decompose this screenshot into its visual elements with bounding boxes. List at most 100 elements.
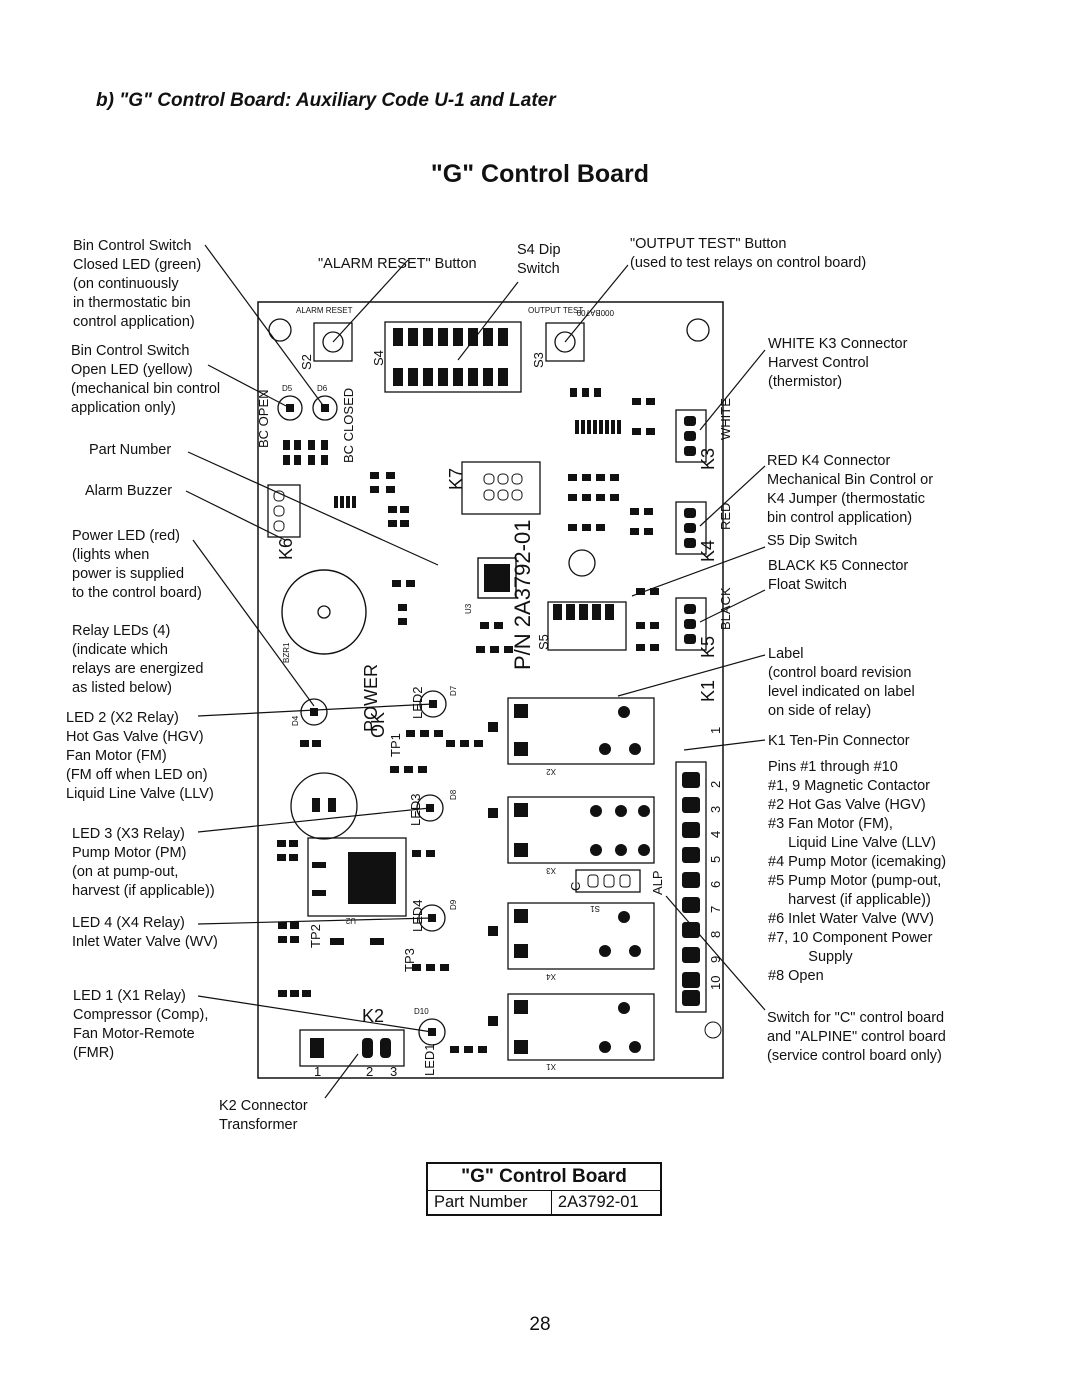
table-value: 2A3792-01 <box>550 1190 662 1216</box>
board-ok: OK <box>368 712 388 738</box>
board-led4: LED4 <box>410 899 425 932</box>
board-alarm-reset: ALARM RESET <box>296 306 353 315</box>
leader-white-k3 <box>699 349 766 431</box>
board-d8: D8 <box>449 789 458 800</box>
leader-label <box>617 654 766 697</box>
capacitor <box>290 772 358 840</box>
board-tp2: TP2 <box>308 924 323 948</box>
board-output-test: OUTPUT TEST <box>528 306 583 315</box>
board-d7: D7 <box>449 685 458 696</box>
relay-x3 <box>507 796 655 864</box>
callout-led3: LED 3 (X3 Relay) Pump Motor (PM) (on at … <box>72 826 215 899</box>
board-k2-pin2: 2 <box>366 1064 373 1079</box>
output-test-switch <box>545 322 585 362</box>
callout-part-number: Part Number <box>89 442 172 458</box>
board-part-number: P/N 2A3792-01 <box>510 520 535 670</box>
board-k2: K2 <box>362 1006 384 1026</box>
board-k1-pin4: 4 <box>708 831 723 838</box>
board-s5: S5 <box>536 634 551 650</box>
board-tp3: TP3 <box>402 948 417 972</box>
board-k4: K4 <box>698 540 718 562</box>
callout-alarm-buzzer: Alarm Buzzer <box>85 483 173 499</box>
board-red: RED <box>718 503 733 530</box>
board-x1: X1 <box>546 1062 556 1071</box>
leader-bin-open <box>207 364 291 409</box>
board-d5: D5 <box>282 384 293 393</box>
board-k7: K7 <box>446 468 466 490</box>
callout-label: Label (control board revision level indi… <box>768 646 915 719</box>
board-k1-pin1: 1 <box>708 727 723 734</box>
table-label: Part Number <box>426 1190 552 1216</box>
callout-pins: Pins #1 through #10 #1, 9 Magnetic Conta… <box>768 759 947 984</box>
board-k2-pin3: 3 <box>390 1064 397 1079</box>
board-outline <box>257 301 724 1079</box>
callout-red-k4: RED K4 Connector Mechanical Bin Control … <box>767 453 934 526</box>
board-k1-pin8: 8 <box>708 931 723 938</box>
board-d10: D10 <box>414 1007 429 1016</box>
board-k6: K6 <box>276 538 296 560</box>
callout-k1-connector: K1 Ten-Pin Connector <box>768 733 910 749</box>
board-k1-pin9: 9 <box>708 956 723 963</box>
board-u3: U3 <box>464 603 473 614</box>
leader-red-k4 <box>699 465 766 527</box>
leader-led2 <box>197 703 434 717</box>
leader-led3 <box>197 807 431 833</box>
leader-black-k5 <box>699 589 766 623</box>
callout-bin-closed-led: Bin Control Switch Closed LED (green) (o… <box>73 238 202 330</box>
leader-switch-c <box>665 895 766 1011</box>
board-k1-pin7: 7 <box>708 906 723 913</box>
callout-alarm-reset: "ALARM RESET" Button <box>318 256 477 272</box>
board-x2: X2 <box>546 767 556 776</box>
alarm-reset-switch <box>313 322 353 362</box>
callout-power-led: Power LED (red) (lights when power is su… <box>72 528 202 601</box>
board-x4: X4 <box>546 972 556 981</box>
board-s3: S3 <box>531 352 546 368</box>
leader-alarm-reset <box>332 259 409 343</box>
callout-relay-leds: Relay LEDs (4) (indicate which relays ar… <box>72 623 204 696</box>
board-k3: K3 <box>698 448 718 470</box>
callout-white-k3: WHITE K3 Connector Harvest Control (ther… <box>768 336 908 390</box>
board-d4: D4 <box>291 715 300 726</box>
board-power: POWER <box>361 664 381 732</box>
leader-led4 <box>197 917 433 925</box>
board-s4: S4 <box>371 350 386 366</box>
board-k2-pin1: 1 <box>314 1064 321 1079</box>
leader-k2 <box>324 1053 359 1099</box>
callout-black-k5: BLACK K5 Connector Float Switch <box>768 558 909 593</box>
board-white: WHITE <box>718 398 733 440</box>
board-k1-pin2: 2 <box>708 781 723 788</box>
board-black: BLACK <box>718 587 733 630</box>
board-k1-pin10: 10 <box>708 976 723 990</box>
board-alp: ALP <box>650 870 665 895</box>
callout-bin-open-led: Bin Control Switch Open LED (yellow) (me… <box>71 343 221 416</box>
board-c: C <box>568 882 583 891</box>
board-led2: LED2 <box>410 686 425 719</box>
k6-connector <box>267 484 301 538</box>
board-led1: LED1 <box>422 1043 437 1076</box>
board-u2: U2 <box>345 916 356 925</box>
board-bzr1: BZR1 <box>282 642 291 663</box>
page-title: "G" Control Board <box>430 160 650 188</box>
board-tp1: TP1 <box>388 733 403 757</box>
k1-connector <box>675 761 707 1013</box>
leader-s4 <box>457 281 519 361</box>
k7-connector <box>461 461 541 515</box>
board-x3: X3 <box>546 866 556 875</box>
board-k1-pin6: 6 <box>708 881 723 888</box>
s4-dip-switch <box>384 321 522 393</box>
u2-regulator <box>307 837 407 917</box>
board-k5: K5 <box>698 636 718 658</box>
leader-bin-closed <box>204 244 326 409</box>
k5-connector <box>675 597 707 651</box>
page-number: 28 <box>529 1314 551 1335</box>
leader-s5 <box>631 546 766 597</box>
callout-led2: LED 2 (X2 Relay) Hot Gas Valve (HGV) Fan… <box>66 710 214 802</box>
callout-s5-dip: S5 Dip Switch <box>767 533 858 549</box>
board-bc-closed: BC CLOSED <box>341 388 356 463</box>
board-k1-pin5: 5 <box>708 856 723 863</box>
buzzer <box>281 569 367 655</box>
leader-output-test <box>564 264 629 343</box>
board-k1-pin3: 3 <box>708 806 723 813</box>
k2-connector <box>299 1029 405 1067</box>
